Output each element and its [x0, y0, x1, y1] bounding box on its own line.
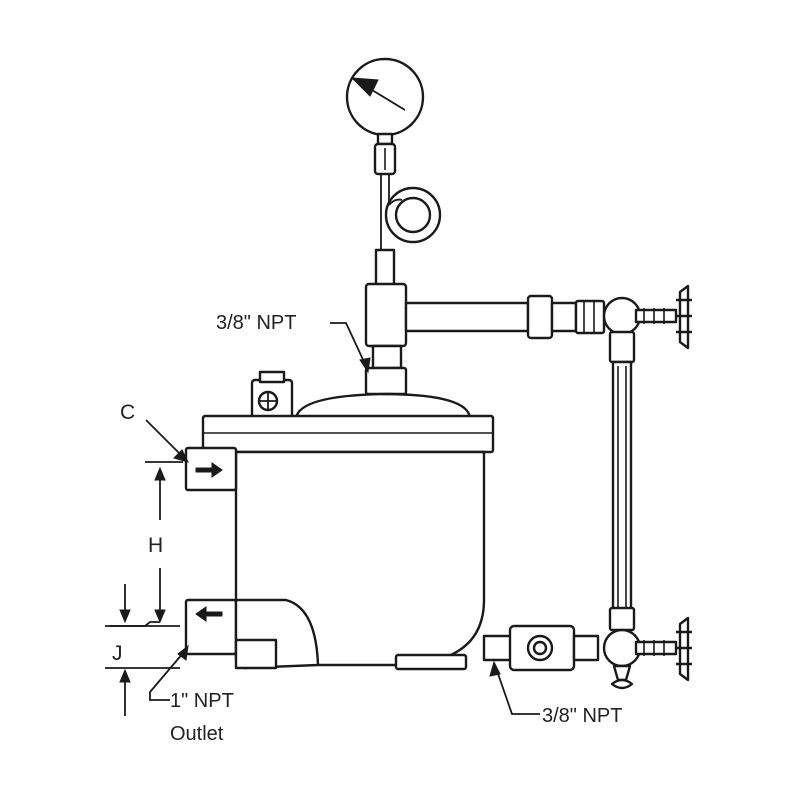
upper-gauge-cock	[602, 296, 678, 336]
dimension-h-label: H	[148, 534, 164, 557]
bottom-npt-label: 3/8" NPT	[542, 705, 623, 727]
outlet-npt-label: 1" NPT	[170, 690, 234, 712]
body-base-foot	[394, 653, 468, 671]
siphon-loop	[384, 186, 442, 244]
gauge-riser-pipe	[374, 248, 396, 288]
vent-fitting	[250, 370, 294, 420]
leader-bottom-npt	[489, 660, 540, 715]
outlet-label: Outlet	[170, 723, 224, 745]
outlet-boss	[184, 598, 320, 670]
cover-dome	[294, 392, 472, 420]
pressure-gauge-icon	[345, 57, 425, 137]
gauge-glass-tube	[611, 360, 633, 614]
leader-top-npt	[330, 322, 371, 374]
glass-upper-fitting	[608, 330, 636, 364]
dimension-j-label: J	[112, 642, 123, 665]
leader-outlet	[149, 644, 189, 701]
flow-arrow-left-icon	[195, 606, 223, 622]
inlet-boss	[184, 446, 238, 492]
dimension-j	[105, 584, 180, 716]
cover-flange	[201, 414, 495, 454]
top-connection-fitting	[364, 366, 408, 396]
lower-handwheel	[676, 616, 692, 682]
dimension-h	[110, 461, 183, 627]
bottom-connection-fitting	[482, 624, 600, 672]
glass-lower-fitting	[608, 606, 636, 632]
upper-union	[526, 294, 606, 340]
lower-gauge-cock	[602, 628, 678, 690]
top-npt-label: 3/8" NPT	[216, 312, 297, 334]
upper-handwheel	[676, 284, 692, 350]
pipe-tee	[364, 282, 530, 370]
dimension-c-label: C	[120, 401, 136, 424]
leader-c	[145, 419, 189, 463]
flow-arrow-right-icon	[195, 462, 223, 478]
